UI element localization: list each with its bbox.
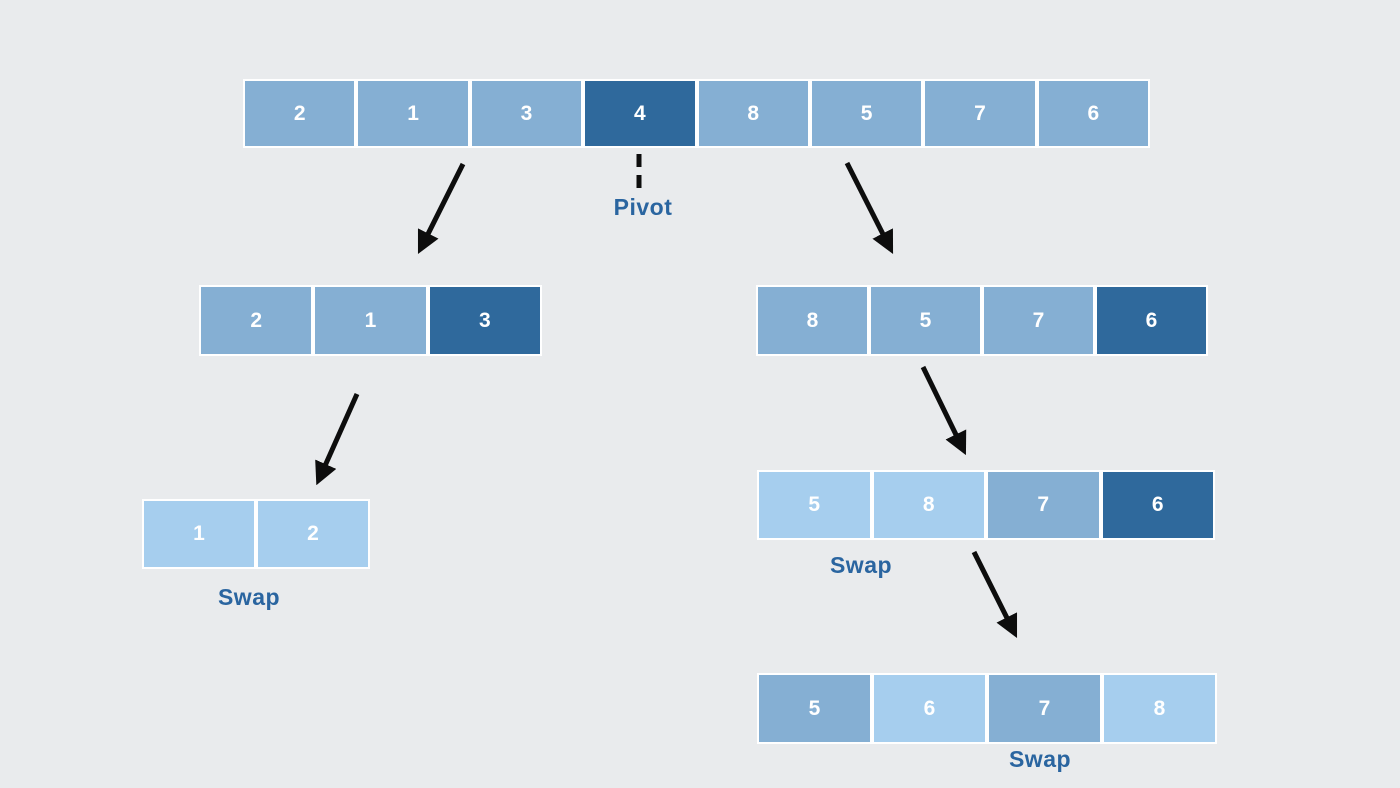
array-cell: 8 (873, 472, 984, 538)
arrow-to-right-partition (844, 161, 894, 255)
array-cell-pivot: 4 (585, 81, 695, 146)
array-cell: 5 (871, 287, 980, 354)
array-right-sorted: 5 6 7 8 (757, 673, 1217, 744)
arrow-to-left-partition (417, 162, 466, 255)
arrow-to-right-swap1 (920, 365, 967, 456)
array-cell: 7 (988, 472, 1099, 538)
array-cell: 7 (984, 287, 1093, 354)
array-cell: 3 (471, 81, 582, 146)
array-left-partition: 2 1 3 (199, 285, 542, 356)
array-cell: 6 (1097, 287, 1206, 354)
swap-label-middle: Swap (829, 552, 893, 578)
array-cell: 5 (759, 675, 870, 742)
array-cell: 6 (1102, 472, 1213, 538)
array-cell: 7 (925, 81, 1035, 146)
array-cell: 1 (315, 287, 426, 354)
array-cell: 8 (698, 81, 808, 146)
array-cell: 5 (759, 472, 870, 538)
array-cell: 2 (245, 81, 355, 146)
arrow-to-left-sorted (315, 392, 360, 486)
swap-label-bottom: Swap (1008, 746, 1072, 772)
array-cell: 3 (429, 287, 540, 354)
array-initial: 2 1 3 4 8 5 7 6 (243, 79, 1150, 148)
array-cell: 8 (758, 287, 867, 354)
array-cell: 1 (358, 81, 468, 146)
arrow-to-right-sorted (971, 550, 1018, 639)
array-cell: 1 (144, 501, 254, 567)
array-cell: 6 (1038, 81, 1148, 146)
array-cell: 6 (874, 675, 985, 742)
swap-label-left: Swap (217, 584, 281, 610)
array-cell: 2 (258, 501, 368, 567)
array-right-swap1: 5 8 7 6 (757, 470, 1215, 540)
array-cell: 5 (811, 81, 922, 146)
array-cell: 2 (201, 287, 312, 354)
array-right-partition: 8 5 7 6 (756, 285, 1208, 356)
array-left-sorted: 1 2 (142, 499, 370, 569)
array-cell: 8 (1104, 675, 1215, 742)
array-cell: 7 (989, 675, 1100, 742)
pivot-label: Pivot (613, 194, 673, 220)
